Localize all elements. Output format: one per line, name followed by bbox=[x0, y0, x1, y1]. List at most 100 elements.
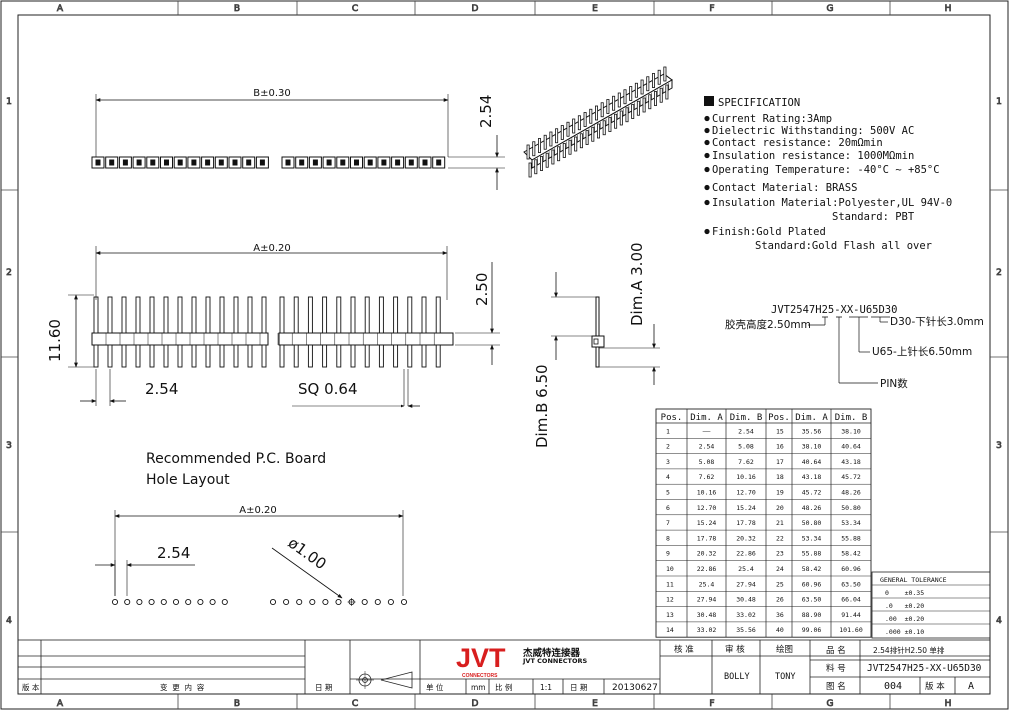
iso-upper-pin bbox=[634, 82, 638, 98]
row-label-left-1: 1 bbox=[6, 97, 12, 107]
pcb-layout-title-line2: Hole Layout bbox=[146, 472, 230, 488]
table-cell-7-2: 20.32 bbox=[736, 534, 756, 542]
table-cell-1-2: 5.08 bbox=[738, 443, 754, 451]
iso-upper-pin bbox=[538, 138, 542, 153]
column-label-top-B: B bbox=[234, 4, 240, 14]
general-tolerance: GENERAL TOLERANCE 0 ±0.35 .0 ±0.20 .00 ±… bbox=[871, 571, 991, 639]
table-cell-7-0: 8 bbox=[666, 534, 670, 542]
front-upper-pin bbox=[421, 296, 427, 334]
table-cell-4-1: 10.16 bbox=[697, 489, 717, 497]
top-pin-square bbox=[109, 159, 115, 166]
table-cell-2-4: 40.64 bbox=[802, 458, 822, 466]
date-label: 日 期 bbox=[315, 683, 332, 692]
part-code-block: JVT2547H25-XX-U65D30 胶壳高度2.50mm D30-下针长3… bbox=[725, 304, 984, 390]
front-lower-pin bbox=[107, 344, 113, 368]
front-pitch-dimension: 2.54 bbox=[145, 380, 178, 398]
front-upper-pin bbox=[135, 296, 141, 334]
pcb-layout-title-line1: Recommended P.C. Board bbox=[146, 451, 326, 467]
table-cell-0-3: 15 bbox=[776, 427, 784, 435]
front-lower-pin bbox=[293, 344, 299, 368]
front-upper-pin bbox=[261, 296, 267, 334]
spec-bullet bbox=[704, 166, 710, 173]
front-lower-pin bbox=[135, 344, 141, 368]
table-cell-3-4: 43.18 bbox=[802, 473, 822, 481]
tolerance-title: GENERAL TOLERANCE bbox=[880, 576, 947, 584]
top-pin-square bbox=[191, 159, 197, 166]
table-cell-13-0: 14 bbox=[666, 626, 674, 634]
iso-upper-pin bbox=[560, 125, 564, 140]
table-cell-10-3: 25 bbox=[776, 580, 784, 588]
top-pin-square bbox=[150, 159, 156, 166]
table-cell-6-2: 17.78 bbox=[736, 519, 756, 527]
iso-lower-pin bbox=[619, 110, 623, 126]
table-cell-2-1: 5.08 bbox=[699, 458, 715, 466]
table-cell-0-5: 38.10 bbox=[841, 427, 861, 435]
table-cell-8-4: 55.88 bbox=[802, 550, 822, 558]
front-upper-pin bbox=[350, 296, 356, 334]
iso-upper-pin bbox=[526, 144, 530, 160]
company-name-cn: 杰威特连接器 bbox=[523, 647, 581, 659]
lower-pin-note: D30-下针长3.0mm bbox=[890, 315, 984, 328]
pcb-hole bbox=[374, 598, 381, 606]
front-upper-pin bbox=[364, 296, 370, 334]
scale-value: 1:1 bbox=[540, 683, 552, 692]
top-pin-square bbox=[326, 159, 332, 166]
pcb-hole bbox=[387, 598, 394, 606]
top-pin-square bbox=[299, 159, 305, 166]
table-cell-9-5: 60.96 bbox=[841, 565, 861, 573]
total-height-dimension: 11.60 bbox=[46, 319, 64, 362]
table-cell-1-3: 16 bbox=[776, 443, 784, 451]
table-cell-10-4: 60.96 bbox=[802, 580, 822, 588]
front-upper-pin bbox=[247, 296, 253, 334]
table-cell-5-2: 15.24 bbox=[736, 504, 756, 512]
unit-value: mm bbox=[471, 683, 486, 692]
column-label-top-E: E bbox=[592, 4, 598, 14]
table-cell-7-3: 22 bbox=[776, 534, 784, 542]
tolerance-line-0: 0 ±0.35 bbox=[885, 589, 924, 597]
pcb-hole bbox=[296, 598, 303, 606]
column-label-bottom-D: D bbox=[472, 699, 479, 709]
pcb-hole bbox=[209, 598, 216, 606]
table-cell-11-5: 66.04 bbox=[841, 596, 861, 604]
table-cell-2-5: 43.18 bbox=[841, 458, 861, 466]
top-pin-square bbox=[218, 159, 224, 166]
front-upper-pin bbox=[121, 296, 127, 334]
table-cell-3-2: 10.16 bbox=[736, 473, 756, 481]
top-pin-square bbox=[205, 159, 211, 166]
front-upper-pin bbox=[407, 296, 413, 334]
top-pin-square bbox=[422, 159, 428, 166]
table-cell-5-0: 6 bbox=[666, 504, 670, 512]
spec-line-9: Standard:Gold Flash all over bbox=[755, 240, 932, 252]
column-label-bottom-A: A bbox=[57, 699, 64, 709]
upper-pin-note: U65-上针长6.50mm bbox=[872, 345, 972, 358]
table-cell-5-4: 48.26 bbox=[802, 504, 822, 512]
table-cell-4-3: 19 bbox=[776, 489, 784, 497]
spec-bullet bbox=[704, 127, 710, 134]
top-pin-square bbox=[177, 159, 183, 166]
iso-lower-pin bbox=[545, 152, 549, 168]
iso-lower-pin bbox=[562, 143, 566, 158]
pcb-hole bbox=[185, 598, 192, 606]
table-cell-1-4: 38.10 bbox=[802, 443, 822, 451]
top-pin-square bbox=[285, 159, 291, 166]
pcb-hole bbox=[269, 598, 277, 606]
table-cell-1-1: 2.54 bbox=[699, 443, 715, 451]
front-lower-pin bbox=[336, 344, 342, 368]
iso-lower-pin bbox=[534, 159, 538, 175]
table-cell-11-3: 26 bbox=[776, 596, 784, 604]
iso-lower-pin bbox=[608, 117, 612, 132]
column-label-bottom-G: G bbox=[827, 699, 834, 709]
table-cell-12-2: 33.02 bbox=[736, 611, 756, 619]
spec-bullet bbox=[704, 152, 710, 159]
iso-lower-pin bbox=[551, 149, 555, 165]
iso-lower-pin bbox=[528, 162, 532, 178]
iso-upper-pin bbox=[652, 73, 656, 88]
column-label-top-C: C bbox=[352, 4, 358, 14]
table-header-3: Pos. bbox=[768, 413, 790, 423]
table-cell-5-5: 50.80 bbox=[841, 504, 861, 512]
spec-line-5: Contact Material: BRASS bbox=[712, 182, 857, 194]
front-lower-pin bbox=[407, 344, 413, 368]
iso-upper-pin bbox=[629, 86, 633, 101]
top-pin-square bbox=[246, 159, 252, 166]
top-pin-square bbox=[408, 159, 414, 166]
